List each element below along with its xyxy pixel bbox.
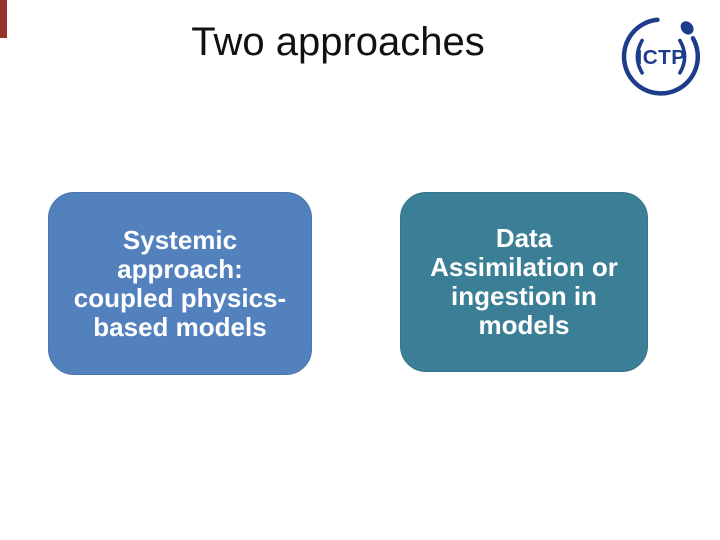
ictp-logo: ICTP (616, 8, 706, 100)
ictp-logo-icon: ICTP (621, 17, 701, 96)
data-assimilation-box: Data Assimilation or ingestion in models (400, 192, 648, 372)
slide-title: Two approaches (191, 20, 485, 64)
box-line: models (478, 310, 570, 340)
logo-right-paren-icon (678, 38, 687, 75)
box-line: coupled physics- (73, 282, 287, 313)
box-line: ingestion in (451, 281, 597, 311)
box-line: Assimilation or (430, 252, 618, 282)
box-line: Systemic (122, 224, 238, 255)
orbit-circle-icon (621, 17, 701, 96)
logo-text: ICTP (637, 46, 686, 69)
box-line: approach: (117, 253, 243, 284)
box-line: Data (495, 223, 553, 253)
logo-left-paren-icon (635, 38, 644, 75)
accent-bar (0, 0, 7, 38)
box-line: based models (93, 311, 267, 342)
orbit-dot-icon (680, 21, 694, 35)
systemic-approach-box: Systemic approach: coupled physics- base… (48, 192, 312, 375)
